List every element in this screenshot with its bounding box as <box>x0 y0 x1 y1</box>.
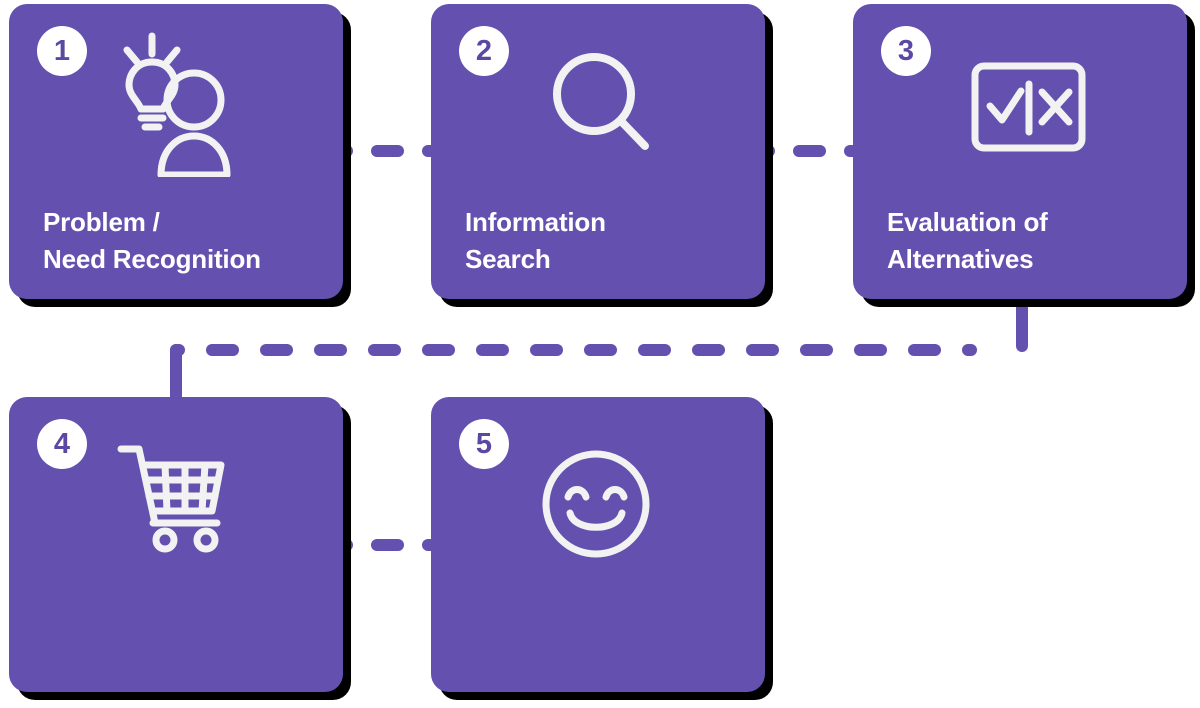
dash-segment <box>908 344 941 356</box>
magnifying-glass-icon <box>541 42 661 162</box>
dash-segment <box>962 344 977 356</box>
connector-dashed-row-link <box>170 344 977 356</box>
connector-dash-4-5 <box>371 539 404 551</box>
check-cross-compare-icon <box>971 62 1086 152</box>
dash-segment <box>800 344 833 356</box>
connector-dash-2-3 <box>793 145 826 157</box>
shopping-cart-icon <box>117 439 237 554</box>
step-number-badge-1: 1 <box>37 26 87 76</box>
connector-vertical-from-step-3 <box>1016 290 1028 352</box>
step-card-5[interactable]: 5 Post-Purchase Behaviour <box>431 397 765 692</box>
step-card-1[interactable]: 1 Problem / Need Re <box>9 4 343 299</box>
dash-segment <box>314 344 347 356</box>
connector-dash-1-2 <box>371 145 404 157</box>
dash-segment <box>530 344 563 356</box>
dash-segment <box>206 344 239 356</box>
step-label-2: Information Search <box>465 207 606 274</box>
dash-segment <box>368 344 401 356</box>
dash-segment <box>476 344 509 356</box>
connector-vertical-to-step-4 <box>170 344 182 402</box>
step-number-badge-4: 4 <box>37 419 87 469</box>
dash-segment <box>260 344 293 356</box>
smiley-face-icon <box>541 449 651 559</box>
dash-segment <box>692 344 725 356</box>
step-number-badge-5: 5 <box>459 419 509 469</box>
step-label-1: Problem / Need Recognition <box>43 207 261 274</box>
dash-segment <box>584 344 617 356</box>
step-label-3: Evaluation of Alternatives <box>887 207 1048 274</box>
step-card-3[interactable]: 3 Evaluation of Alternatives <box>853 4 1187 299</box>
step-card-2[interactable]: 2 Information Search <box>431 4 765 299</box>
dash-segment <box>422 344 455 356</box>
step-card-4[interactable]: 4 <box>9 397 343 692</box>
step-number-badge-2: 2 <box>459 26 509 76</box>
dash-segment <box>638 344 671 356</box>
dash-segment <box>746 344 779 356</box>
lightbulb-person-icon <box>119 32 239 177</box>
dash-segment <box>854 344 887 356</box>
step-number-badge-3: 3 <box>881 26 931 76</box>
